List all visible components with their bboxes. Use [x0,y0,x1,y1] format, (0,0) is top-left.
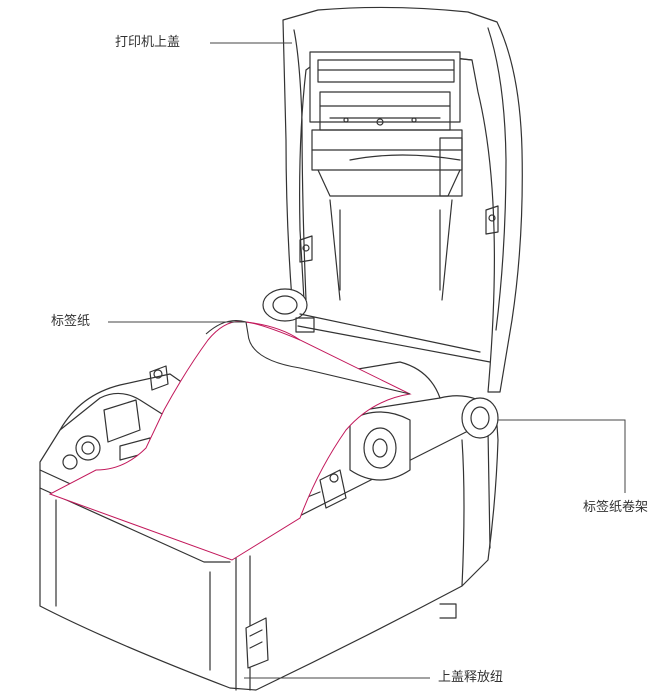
label-paper [48,319,412,561]
leader-roll-holder [498,419,626,493]
label-top-cover: 打印机上盖 [115,35,181,50]
top-cover [282,6,523,393]
label-paper: 标签纸 [51,314,91,329]
leader-lines [108,42,626,679]
label-release-button: 上盖释放纽 [438,670,504,685]
label-roll-holder: 标签纸卷架 [583,500,649,515]
hinge [262,288,491,363]
release-button [245,617,269,669]
roll-holder [349,397,499,481]
